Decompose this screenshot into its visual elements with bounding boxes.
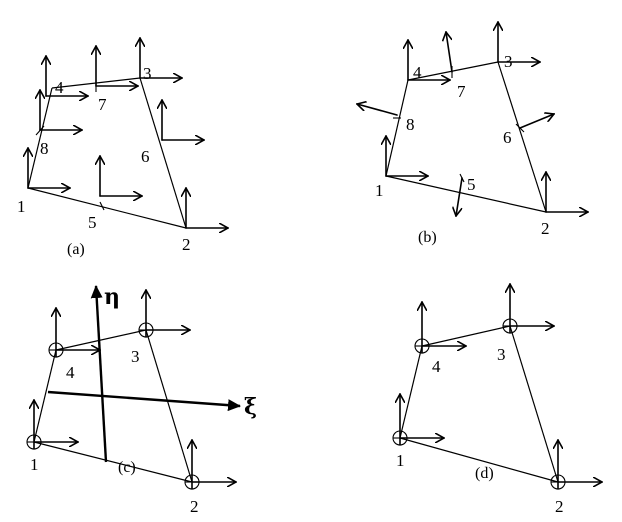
- element-edge-14: [33, 349, 57, 443]
- node-label-3: 3: [504, 52, 513, 71]
- eta-axis-label: η: [104, 284, 120, 310]
- node-label-3: 3: [143, 64, 152, 83]
- node-5-arrows: [456, 173, 465, 216]
- element-edge-21: [399, 437, 559, 483]
- element-edge-21: [385, 175, 547, 213]
- panel-d: 1 2 3 4 (d): [392, 284, 602, 516]
- node-label-8: 8: [406, 115, 415, 134]
- node-label-2: 2: [541, 219, 550, 238]
- node-label-7: 7: [98, 95, 107, 114]
- node-label-5: 5: [88, 213, 97, 232]
- node-1-arrows: [392, 394, 444, 446]
- node-label-7: 7: [457, 82, 466, 101]
- node-2-arrows: [550, 440, 602, 490]
- eta-axis: [90, 285, 108, 463]
- node-3-arrows: [138, 290, 190, 338]
- xi-axis: [47, 390, 241, 412]
- panel-caption-d: (d): [475, 465, 494, 482]
- node-7-arrows: [96, 46, 138, 92]
- node-label-8: 8: [40, 139, 49, 158]
- node-3-arrows: [502, 284, 554, 334]
- node-2-arrows: [184, 440, 236, 490]
- panel-caption-b: (b): [418, 229, 437, 246]
- node-label-1: 1: [396, 451, 405, 470]
- node-label-6: 6: [503, 128, 512, 147]
- node-label-6: 6: [141, 147, 150, 166]
- element-edge-21: [27, 187, 187, 229]
- node-2-arrows: [546, 172, 588, 212]
- panel-caption-a: (a): [67, 241, 85, 258]
- node-4-arrows: [408, 40, 450, 80]
- element-edge-32: [145, 329, 193, 483]
- node-label-5: 5: [467, 175, 476, 194]
- node-label-3: 3: [497, 345, 506, 364]
- node-label-2: 2: [182, 235, 191, 254]
- element-edge-14: [27, 87, 53, 189]
- node-4-arrows: [414, 302, 466, 354]
- node-label-2: 2: [555, 497, 564, 516]
- node-4-arrows: [46, 56, 88, 96]
- panel-c: η ξ 1 2 3: [26, 284, 257, 516]
- element-edge-43: [407, 61, 499, 81]
- element-edge-43: [421, 325, 511, 347]
- node-5-arrows: [100, 156, 142, 211]
- node-2-arrows: [186, 188, 228, 228]
- element-edge-43: [55, 329, 147, 351]
- node-label-1: 1: [17, 197, 26, 216]
- xi-axis-label: ξ: [244, 394, 257, 420]
- node-label-4: 4: [432, 357, 441, 376]
- panel-caption-c: (c): [118, 459, 136, 476]
- node-1-arrows: [28, 148, 70, 188]
- node-1-arrows: [26, 400, 78, 450]
- element-edge-32: [497, 61, 547, 213]
- element-edge-32: [509, 325, 559, 483]
- node-label-1: 1: [375, 181, 384, 200]
- node-label-2: 2: [190, 497, 199, 516]
- element-edge-32: [139, 77, 187, 229]
- node-8-arrows: [36, 90, 82, 136]
- element-edge-14: [385, 79, 409, 177]
- node-7-arrows: [446, 32, 453, 78]
- node-8-arrows: [357, 104, 401, 119]
- panel-a: 1 2 3 4 5 6 7 8 (a): [17, 38, 228, 258]
- node-label-3: 3: [131, 347, 140, 366]
- node-label-4: 4: [66, 363, 75, 382]
- node-6-arrows: [162, 100, 204, 140]
- element-edge-21: [33, 441, 193, 483]
- node-3-arrows: [140, 38, 182, 78]
- panel-b: 1 2 3 4 5 6 7 8 (b): [357, 22, 588, 246]
- node-6-arrows: [515, 114, 554, 133]
- node-3-arrows: [498, 22, 540, 62]
- node-label-4: 4: [55, 78, 64, 97]
- node-1-arrows: [386, 136, 428, 176]
- element-edge-14: [399, 345, 423, 439]
- node-4-arrows: [48, 308, 100, 358]
- node-label-1: 1: [30, 455, 39, 474]
- node-label-4: 4: [413, 63, 422, 82]
